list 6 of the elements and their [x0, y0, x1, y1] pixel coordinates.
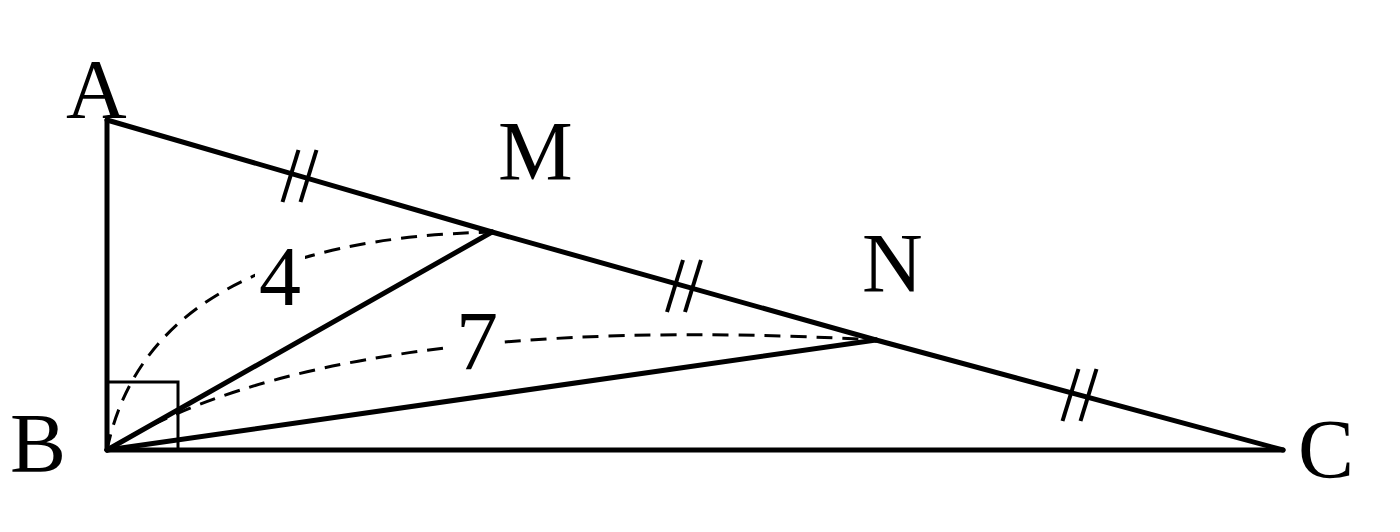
- vertex-label: N: [862, 222, 923, 306]
- vertex-label: M: [498, 110, 573, 194]
- vertex-label: A: [66, 48, 127, 132]
- vertex-label: C: [1298, 408, 1355, 492]
- line-segment: [104, 447, 1286, 453]
- vertex-label: B: [10, 402, 67, 486]
